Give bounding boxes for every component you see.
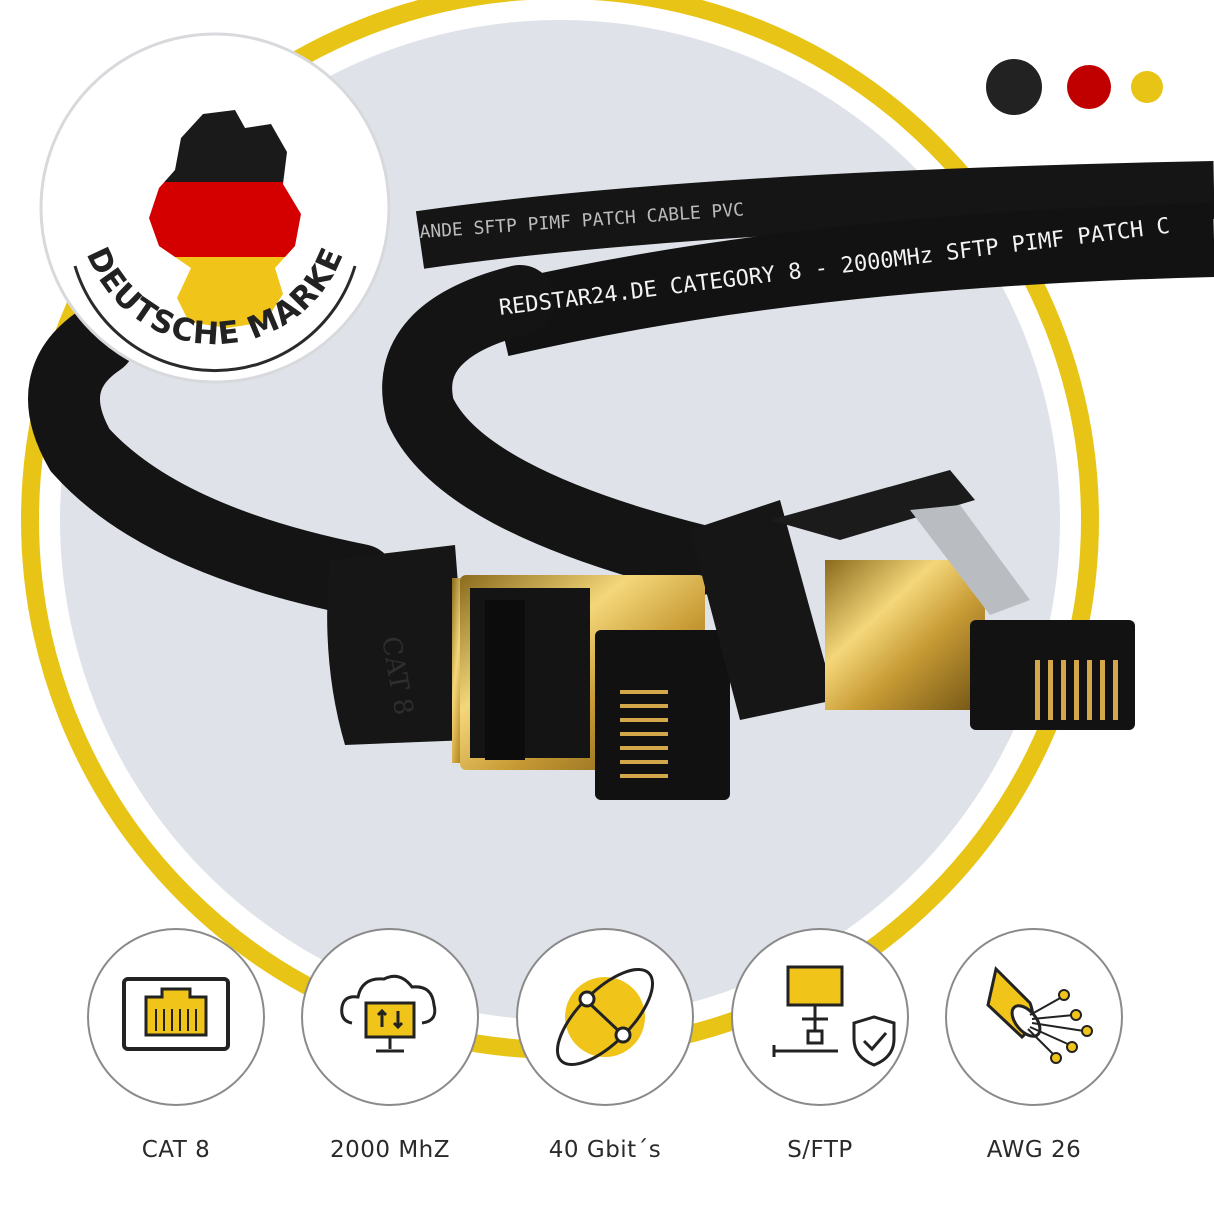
cloud-transfer-icon (340, 974, 437, 1053)
color-dot-yellow (1131, 71, 1163, 103)
feature-label-shielding: S/FTP (787, 1137, 853, 1163)
network-shield-icon (772, 965, 896, 1067)
cable-loop-left (28, 304, 396, 616)
feature-label-speed: 40 Gbit´s (548, 1137, 662, 1163)
feature-label-awg: AWG 26 (986, 1137, 1082, 1163)
right-plug (690, 470, 1135, 730)
deutsche-marke-badge: DEUTSCHE MARKE (39, 32, 391, 384)
feature-circle-5 (945, 928, 1123, 1106)
feature-circle-3 (516, 928, 694, 1106)
feature-circle-1 (87, 928, 265, 1106)
cable-front (491, 203, 1214, 357)
feature-label-frequency: 2000 MhZ (329, 1137, 451, 1163)
cable-back (415, 161, 1214, 269)
feature-circle-2 (301, 928, 479, 1106)
rj45-port-icon (122, 977, 230, 1051)
left-plug: CAT 8 (327, 545, 730, 800)
feature-label-cat8: CAT 8 (141, 1137, 211, 1163)
color-dot-red (1067, 65, 1111, 109)
speed-orbit-icon (555, 967, 655, 1067)
feature-circle-4 (731, 928, 909, 1106)
fiber-wire-icon (986, 966, 1093, 1064)
cable-loop-right (382, 265, 735, 595)
color-dot-black (986, 59, 1042, 115)
